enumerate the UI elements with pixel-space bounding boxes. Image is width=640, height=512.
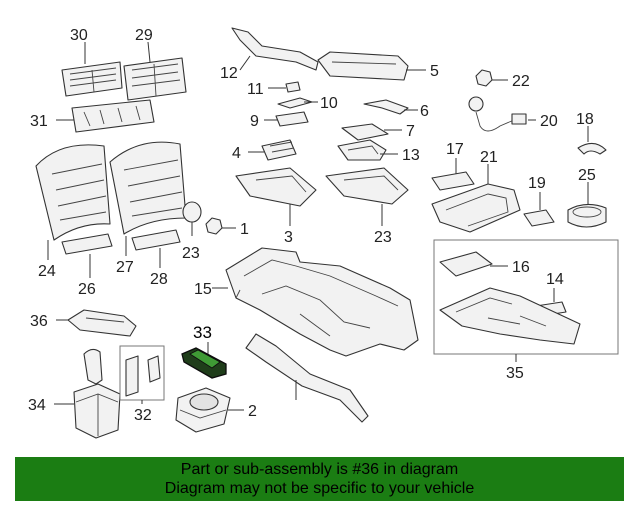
part-33-gear-selector bbox=[54, 348, 121, 439]
part-2-side-trim bbox=[245, 333, 369, 423]
callout-label: 9 bbox=[250, 113, 259, 130]
callout-label: 17 bbox=[446, 141, 464, 158]
callout-label: 10 bbox=[320, 95, 338, 112]
info-banner: Part or sub-assembly is #36 in diagram D… bbox=[15, 457, 624, 501]
part-14-console-assembly bbox=[439, 287, 581, 362]
callout-label: 24 bbox=[38, 263, 56, 280]
callout-label: 29 bbox=[135, 27, 153, 44]
part-25-trim-panel bbox=[35, 144, 111, 260]
part-18-insert bbox=[431, 158, 475, 191]
callout-label: 23 bbox=[374, 229, 392, 246]
callout-label: 18 bbox=[576, 111, 594, 128]
part-17-console-top bbox=[431, 164, 521, 233]
callout-label: 30 bbox=[70, 27, 88, 44]
part-11-clip bbox=[268, 81, 301, 93]
part-13-lid bbox=[317, 51, 426, 81]
callout-label: 16 bbox=[512, 259, 530, 276]
part-32-controller bbox=[175, 387, 244, 433]
callout-label: 13 bbox=[402, 147, 420, 164]
callout-label: 28 bbox=[150, 271, 168, 288]
part-8-strip bbox=[363, 99, 418, 115]
callout-label: 22 bbox=[512, 73, 530, 90]
callout-label: 19 bbox=[528, 175, 546, 192]
part-29-vent bbox=[123, 41, 187, 101]
part-9-bracket bbox=[264, 111, 309, 127]
callout-label: 32 bbox=[134, 407, 152, 424]
part-7-frame bbox=[337, 139, 398, 161]
callout-label: 23 bbox=[182, 245, 200, 262]
callout-label: 20 bbox=[540, 113, 558, 130]
callout-label: 34 bbox=[28, 397, 46, 414]
part-34-panels bbox=[125, 355, 161, 404]
callout-label: 36 bbox=[30, 313, 48, 330]
banner-line-2: Diagram may not be specific to your vehi… bbox=[164, 480, 475, 497]
part-23-clip bbox=[475, 69, 508, 87]
part-20-cap bbox=[577, 126, 607, 155]
part-3-tray bbox=[235, 167, 317, 226]
callout-label: 27 bbox=[116, 259, 134, 276]
callout-label-highlight: 33 bbox=[193, 323, 212, 342]
part-15-cover bbox=[439, 251, 508, 277]
callout-label: 31 bbox=[30, 113, 48, 130]
part-28-knob bbox=[182, 201, 202, 236]
part-36-highlighted bbox=[181, 342, 227, 379]
callout-label: 7 bbox=[406, 123, 415, 140]
callout-label: 5 bbox=[430, 63, 439, 80]
part-35-trim bbox=[56, 309, 137, 337]
part-22-cable bbox=[468, 96, 536, 132]
banner-line-1: Part or sub-assembly is #36 in diagram bbox=[180, 461, 459, 478]
part-30-vent bbox=[61, 42, 123, 97]
part-21-insert bbox=[523, 192, 555, 227]
part-5-tray bbox=[325, 167, 409, 226]
part-19-cup-holder bbox=[567, 182, 607, 228]
callout-label: 14 bbox=[546, 271, 564, 288]
part-12-trim-strip bbox=[231, 27, 319, 71]
callout-label: 25 bbox=[578, 167, 596, 184]
parts-diagram: 30 29 31 12 11 10 9 4 bbox=[28, 27, 619, 439]
part-4-pad bbox=[248, 139, 297, 161]
callout-label: 6 bbox=[420, 103, 429, 120]
callout-label: 11 bbox=[247, 81, 264, 98]
callout-label: 3 bbox=[284, 229, 293, 246]
part-1-center-console bbox=[212, 247, 419, 357]
part-26-panel bbox=[131, 229, 181, 268]
part-31-control-panel bbox=[56, 99, 155, 133]
part-27-panel bbox=[61, 233, 113, 278]
callout-label: 2 bbox=[248, 403, 257, 420]
callout-label: 4 bbox=[232, 145, 241, 162]
callout-label: 15 bbox=[194, 281, 212, 298]
part-10-bracket bbox=[277, 97, 318, 109]
part-23-clip-2 bbox=[205, 217, 236, 235]
callout-label: 12 bbox=[220, 65, 238, 82]
callout-label: 21 bbox=[480, 149, 498, 166]
part-6-cover bbox=[341, 123, 402, 141]
callout-label: 35 bbox=[506, 365, 524, 382]
callout-label: 26 bbox=[78, 281, 96, 298]
part-14-box bbox=[433, 239, 619, 355]
callout-label: 1 bbox=[240, 221, 249, 238]
